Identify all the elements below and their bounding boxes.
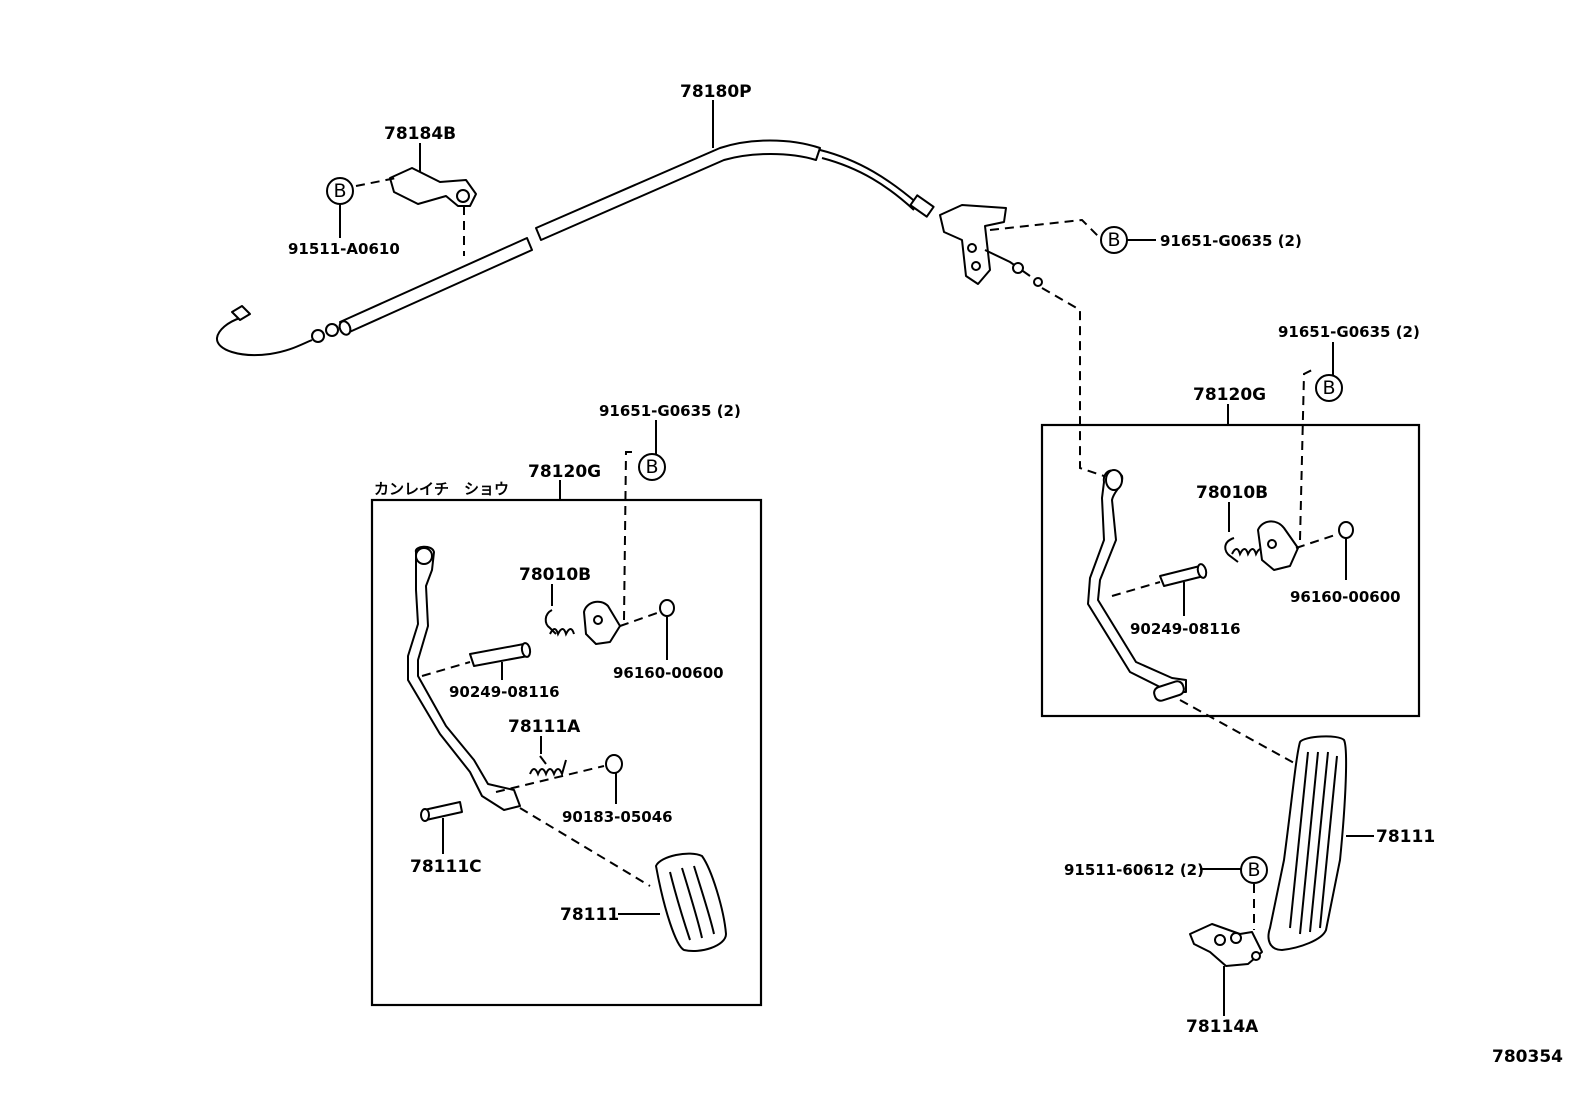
label-cold-region: カンレイチ ショウ (374, 480, 509, 498)
cable-end-pedal (984, 249, 1031, 277)
cable-end-eye (1033, 277, 1043, 287)
pedal-rib-2 (1299, 751, 1319, 935)
lever-pedal-pin-right (1153, 680, 1185, 702)
cable-sheath-end (338, 320, 352, 336)
marker-b-bracket: B (1107, 229, 1120, 251)
pedal-pin-head (420, 808, 430, 822)
cable-inner-2 (821, 157, 915, 211)
pedal-clip-left (605, 754, 623, 774)
label-stopper: 78114A (1186, 1017, 1259, 1037)
dash-cable-lever (1041, 287, 1105, 477)
lever-eye-left (415, 547, 433, 565)
dash-lever-pedal-right (1179, 699, 1297, 765)
cable-end-engine (216, 317, 313, 356)
label-cable-clamp: 78184B (384, 124, 456, 144)
pedal-left (655, 852, 727, 952)
dash-bolt-right (1299, 369, 1313, 541)
label-spring-left: 78010B (519, 565, 591, 585)
label-cable-assy: 78180P (680, 82, 752, 102)
label-lever-left: 78120G (528, 462, 601, 482)
label-pedal-spring-left: 78111A (508, 717, 581, 737)
spring-coil-right (1231, 548, 1265, 557)
pedal-left-rib-3 (693, 865, 715, 935)
lever-eye-right (1105, 469, 1123, 491)
lever-box-right (1040, 423, 1421, 718)
pin-head-left (520, 642, 532, 658)
pin-head-right (1196, 563, 1208, 579)
spring-coil-left (549, 628, 575, 637)
plate-hole-left (593, 615, 603, 625)
cable-inner (819, 149, 919, 205)
lever-arm-left (407, 545, 521, 811)
stopper (1189, 923, 1263, 967)
pedal-spring-left (529, 755, 567, 778)
dash-plate-clip-right (1295, 533, 1339, 549)
spring-hook-left (544, 609, 557, 635)
dash-pin-lever-left (421, 661, 471, 677)
pedal-rib-4 (1319, 755, 1338, 929)
dash-pedal-spring (495, 765, 605, 793)
bracket-hole-2 (971, 261, 981, 271)
label-bolt-stopper: 91511-60612 (2) (1064, 861, 1204, 879)
label-clip-right: 96160-00600 (1290, 588, 1401, 606)
lever-box-left (370, 498, 763, 1007)
bolt-marker-right (1315, 374, 1343, 402)
plate-hole-right (1267, 539, 1277, 549)
dash-plate-clip-left (619, 611, 661, 627)
label-bolt-bracket-right: 91651-G0635 (2) (1278, 323, 1420, 341)
dash-pin-lever-right (1111, 581, 1161, 597)
clip-left (659, 599, 675, 617)
drawing-code: 780354 (1492, 1047, 1563, 1067)
marker-b-right: B (1322, 377, 1335, 399)
clamp-body (389, 167, 477, 207)
pedal-left-rib-1 (669, 871, 691, 941)
pedal-left-rib-2 (681, 867, 703, 939)
cable-nut-2 (325, 323, 339, 337)
cable-nut-1 (311, 329, 325, 343)
cable-adjuster (909, 194, 935, 218)
label-pin-right: 90249-08116 (1130, 620, 1241, 638)
bracket-hole-1 (967, 243, 977, 253)
label-spring-right: 78010B (1196, 483, 1268, 503)
lever-plate-right (1257, 520, 1299, 571)
pin-left (469, 643, 529, 667)
label-pin-left: 90249-08116 (449, 683, 560, 701)
clip-right (1338, 521, 1354, 539)
cable-clamp (389, 167, 477, 207)
dash-clamp-bolt (355, 177, 397, 187)
bolt-marker-left (638, 453, 666, 481)
pedal-right (1267, 735, 1348, 951)
pedal-rib-1 (1289, 751, 1309, 929)
marker-b-clamp: B (333, 180, 346, 202)
dash-bolt-left (623, 451, 636, 621)
label-pedal-left: 78111 (560, 905, 619, 925)
cable-end-ball (1012, 262, 1024, 274)
stopper-stud-1 (1214, 934, 1226, 946)
stopper-stud-2 (1230, 932, 1242, 944)
cable-end-fitting (231, 305, 251, 321)
label-bolt-bracket-left: 91651-G0635 (2) (599, 402, 741, 420)
clamp-ring (456, 189, 470, 203)
label-pedal-right: 78111 (1376, 827, 1435, 847)
marker-b-stopper: B (1247, 859, 1260, 881)
marker-b-left: B (645, 456, 658, 478)
label-pedal-pin-left: 78111C (410, 857, 482, 877)
stopper-nut (1251, 951, 1261, 961)
pedal-rib-3 (1309, 751, 1329, 933)
dash-bracket-bolt (989, 218, 1099, 237)
label-bolt-clamp: 91511-A0610 (288, 240, 400, 258)
label-pedal-clip-left: 90183-05046 (562, 808, 673, 826)
label-clip-left: 96160-00600 (613, 664, 724, 682)
dash-lever-pedal-left (519, 807, 651, 887)
spring-hook-right (1224, 537, 1239, 563)
label-bolt-bracket-top: 91651-G0635 (2) (1160, 232, 1302, 250)
cable-sheath-upper (535, 139, 821, 241)
throttle-cable (216, 139, 1043, 356)
label-lever-right: 78120G (1193, 385, 1266, 405)
